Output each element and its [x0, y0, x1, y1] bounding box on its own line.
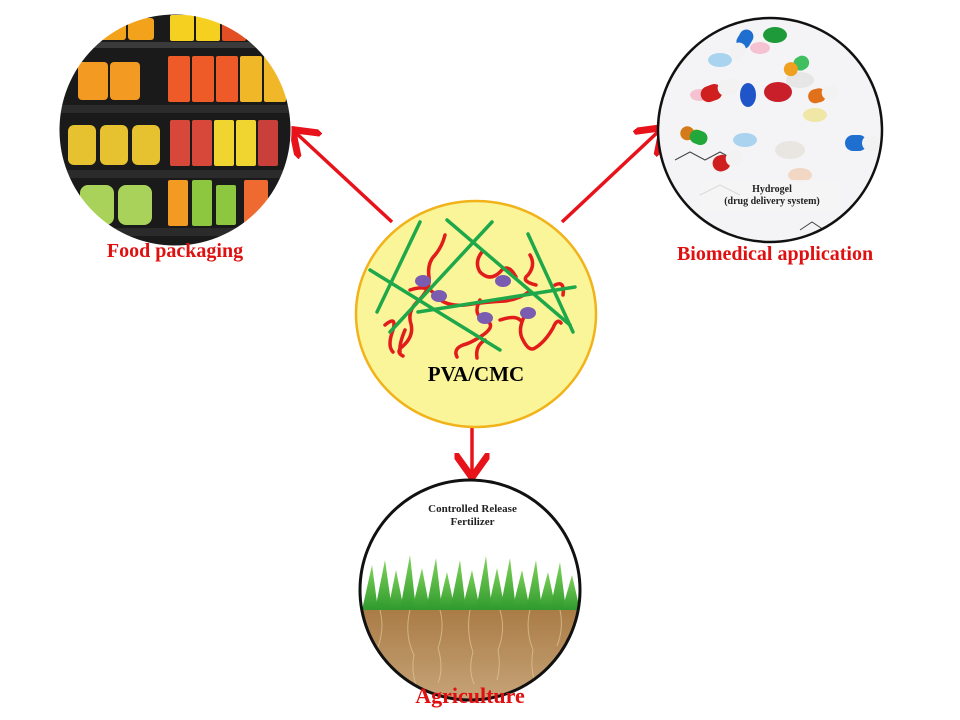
cmc-chains — [368, 218, 577, 352]
food-circle-border — [58, 13, 292, 247]
biomedical-image — [658, 18, 882, 242]
food-packaging-label: Food packaging — [106, 240, 244, 262]
hydrogel-caption-line2: (drug delivery system) — [724, 196, 820, 207]
pva-cmc-node — [354, 199, 598, 429]
hydrogel-caption: Hydrogel (drug delivery system) — [710, 184, 834, 208]
hydrogel-caption-line1: Hydrogel — [752, 184, 792, 195]
food-packaging-image — [59, 14, 291, 246]
agriculture-circle-border — [358, 478, 582, 702]
biomedical-label: Biomedical application — [676, 243, 874, 265]
biomedical-circle-border — [656, 16, 884, 244]
fertilizer-caption: Controlled Release Fertilizer — [405, 503, 540, 529]
fertilizer-caption-line2: Fertilizer — [450, 516, 495, 528]
fertilizer-caption-line1: Controlled Release — [428, 503, 517, 515]
agriculture-label: Agriculture — [415, 683, 525, 708]
arrow-to-biomedical — [560, 130, 660, 224]
crosslinks — [415, 275, 536, 324]
arrow-to-food-packaging — [295, 132, 394, 224]
center-label: PVA/CMC — [427, 362, 525, 386]
